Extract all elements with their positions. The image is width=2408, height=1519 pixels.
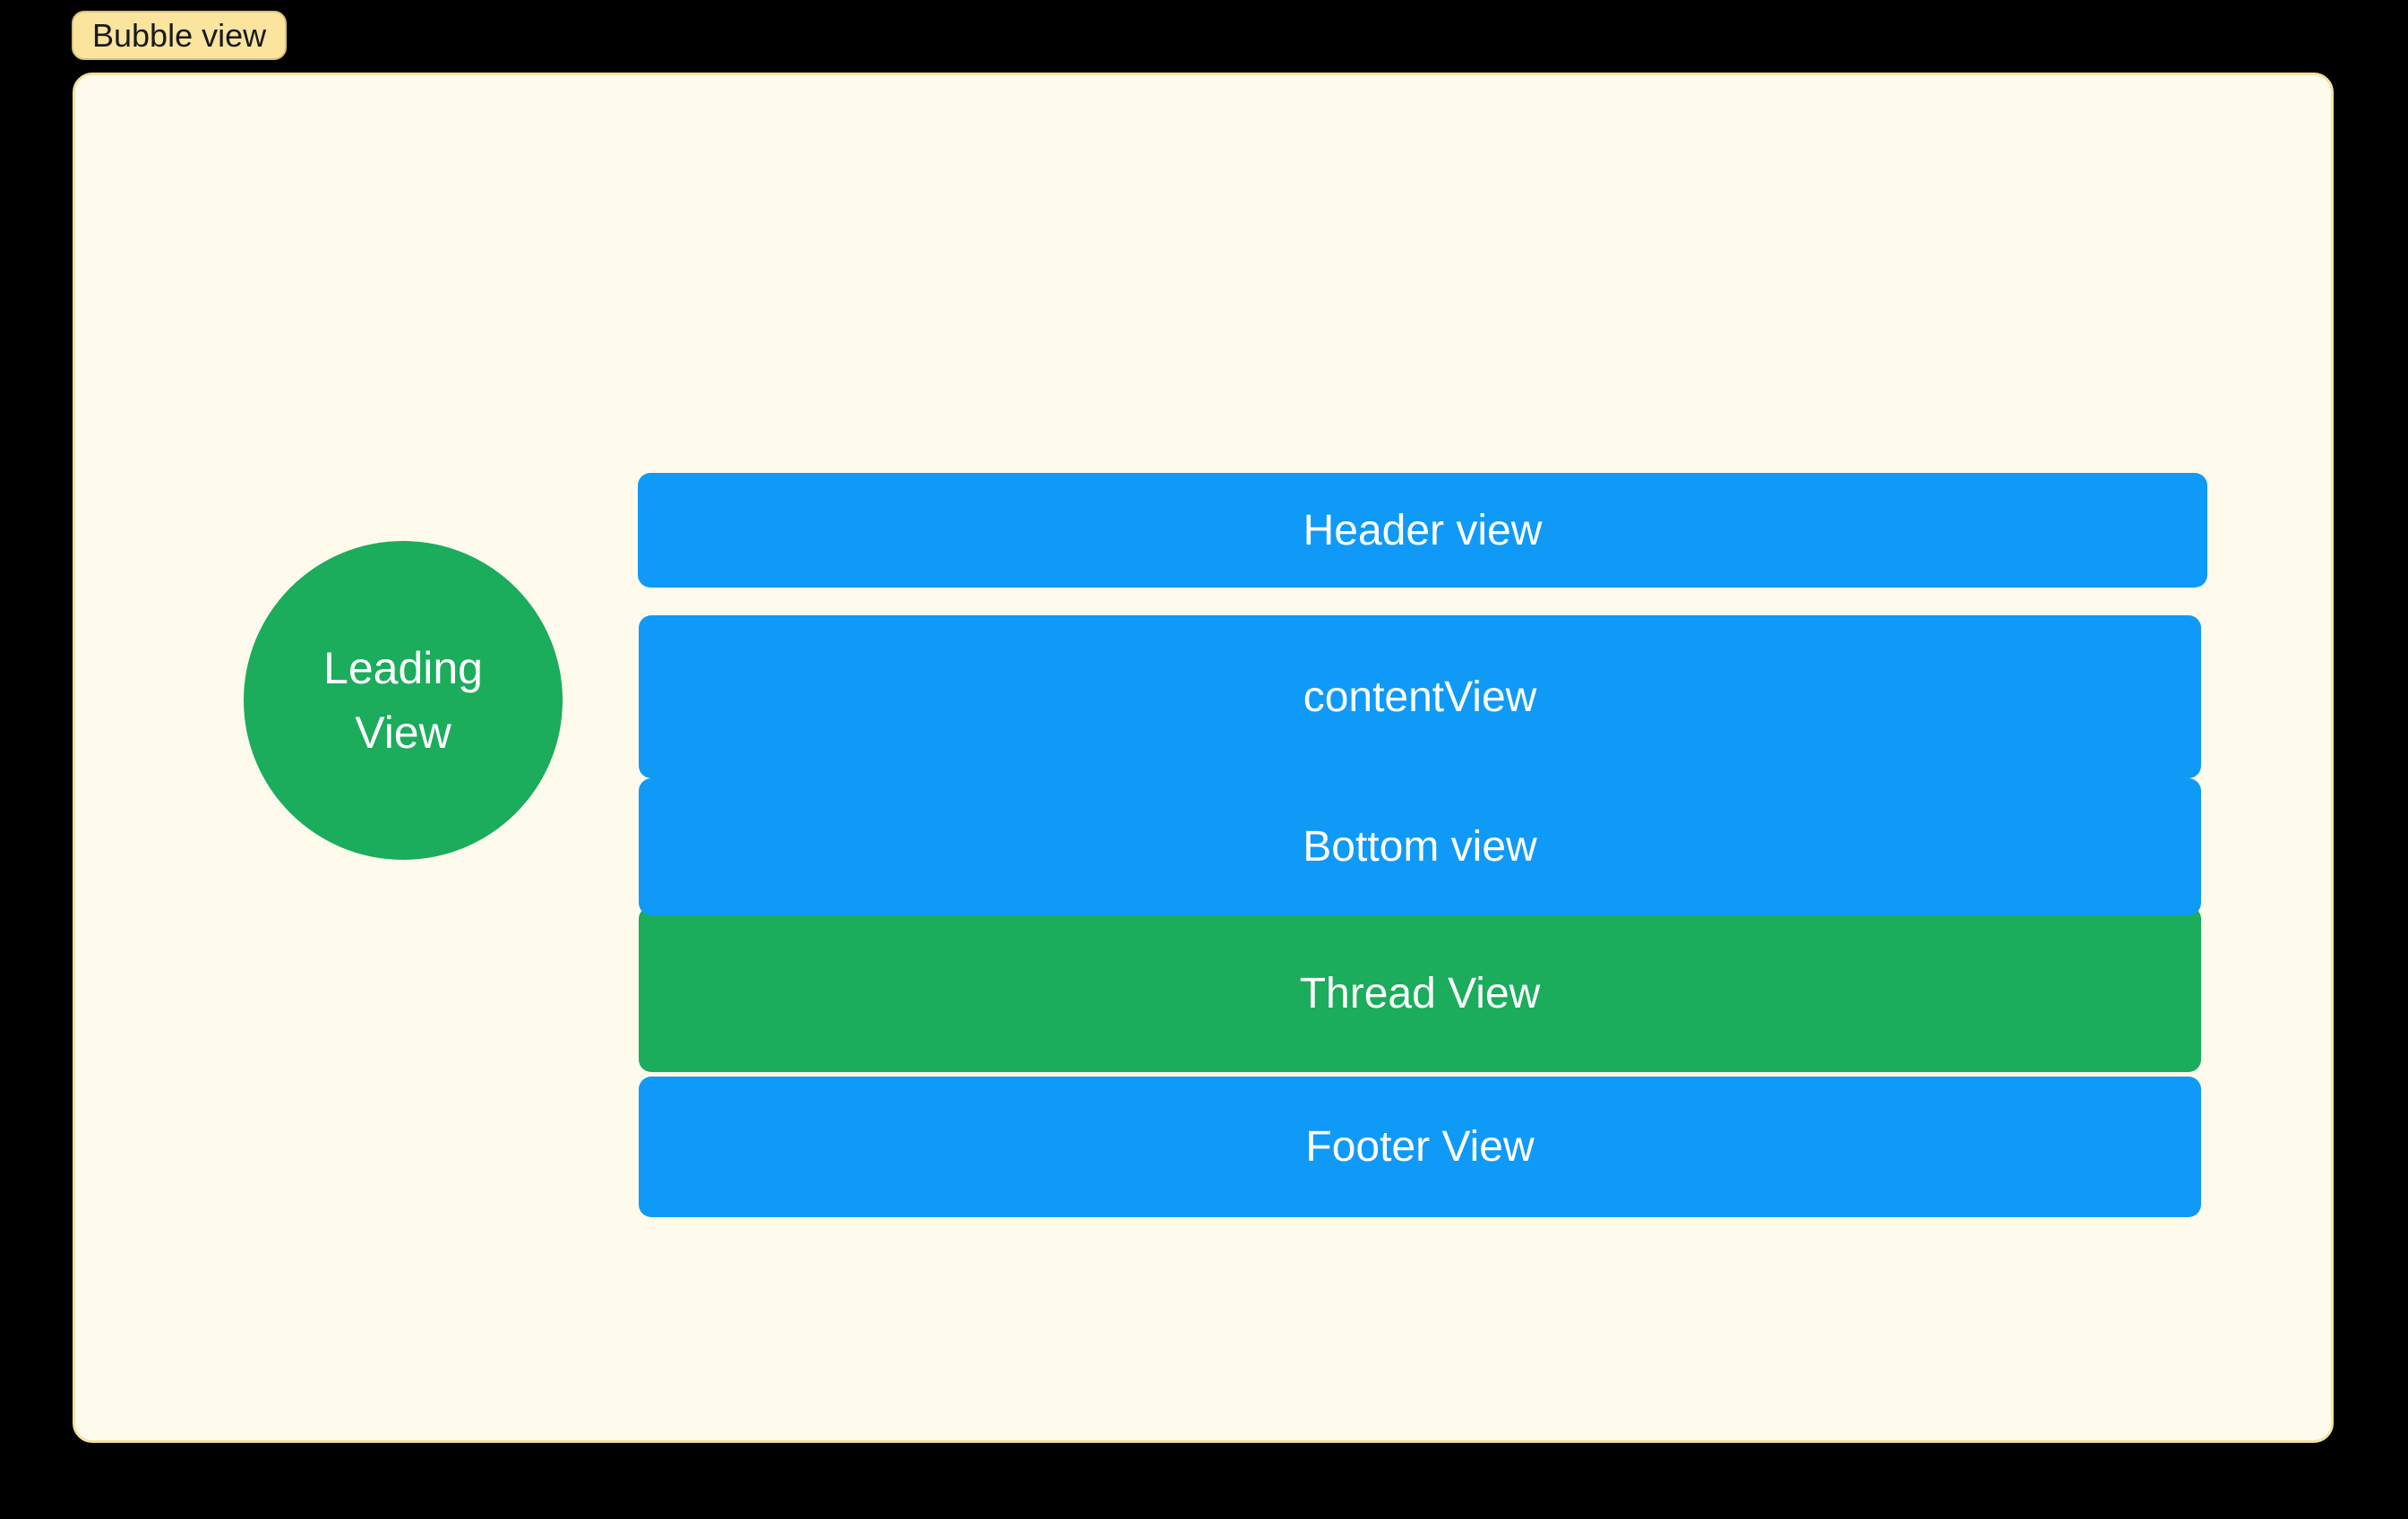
leading-view-circle[interactable]: Leading View — [244, 541, 563, 860]
thread-view-block[interactable]: Thread View — [639, 906, 2201, 1072]
content-view-block[interactable]: contentView — [639, 615, 2201, 778]
bubble-view-badge-label: Bubble view — [92, 16, 267, 54]
footer-view-block[interactable]: Footer View — [639, 1077, 2201, 1217]
header-view-label: Header view — [1303, 506, 1543, 554]
content-view-label: contentView — [1303, 673, 1537, 721]
header-view-block[interactable]: Header view — [638, 473, 2207, 588]
bottom-view-block[interactable]: Bottom view — [639, 778, 2201, 915]
footer-view-label: Footer View — [1305, 1123, 1535, 1171]
bubble-view-badge[interactable]: Bubble view — [72, 11, 288, 60]
thread-view-label: Thread View — [1299, 970, 1541, 1017]
leading-view-label-line2: View — [355, 708, 452, 758]
bottom-view-label: Bottom view — [1303, 823, 1537, 871]
leading-view-label-line1: Leading — [323, 643, 483, 693]
